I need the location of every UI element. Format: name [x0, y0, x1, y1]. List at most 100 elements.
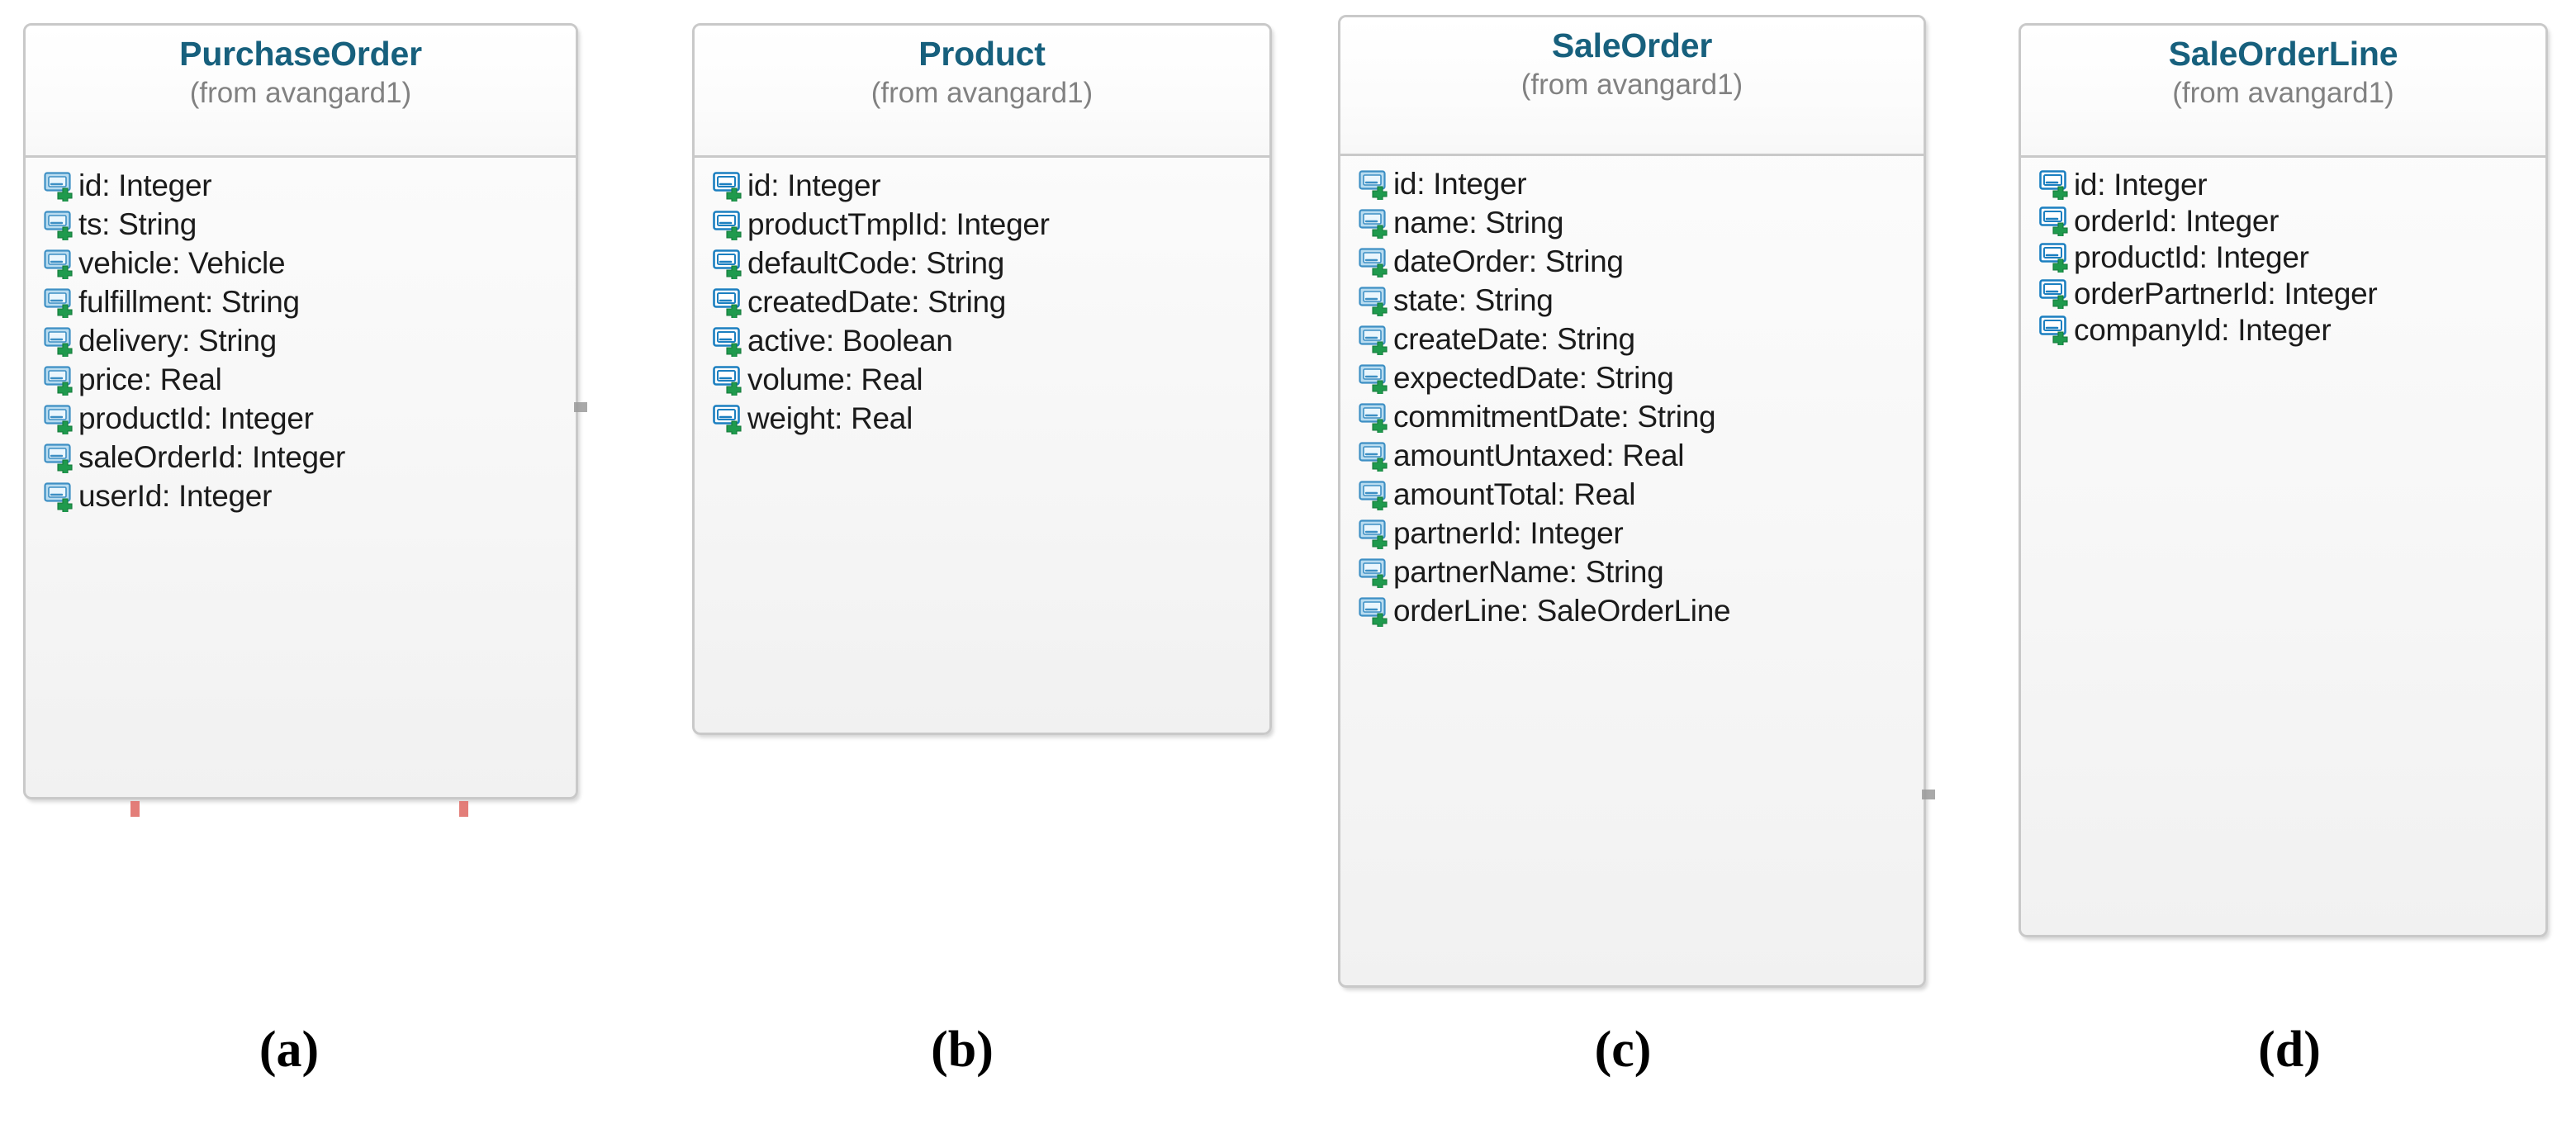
- public-attribute-icon: [2039, 168, 2071, 200]
- uml-attribute-row[interactable]: expectedDate: String: [1340, 358, 1924, 397]
- public-attribute-icon: [1359, 246, 1390, 277]
- uml-attribute-label: name: String: [1393, 206, 1564, 240]
- uml-attribute-row[interactable]: ts: String: [26, 205, 576, 244]
- uml-attribute-row[interactable]: productTmplId: Integer: [695, 205, 1269, 244]
- uml-attribute-label: productId: Integer: [2074, 240, 2309, 274]
- uml-attribute-row[interactable]: fulfillment: String: [26, 282, 576, 321]
- uml-attribute-label: state: String: [1393, 283, 1554, 317]
- uml-attribute-label: ts: String: [78, 207, 197, 241]
- uml-attribute-row[interactable]: commitmentDate: String: [1340, 397, 1924, 436]
- figure-caption-c: (c): [1594, 1022, 1652, 1078]
- public-attribute-icon: [1359, 168, 1390, 200]
- uml-attribute-row[interactable]: productId: Integer: [26, 399, 576, 438]
- public-attribute-icon: [2039, 314, 2071, 345]
- uml-attribute-row[interactable]: orderPartnerId: Integer: [2021, 275, 2545, 311]
- uml-attribute-label: weight: Real: [747, 401, 913, 435]
- uml-attribute-list-sale-order-line: id: Integer orderId: Integer: [2021, 158, 2545, 359]
- public-attribute-icon: [44, 170, 75, 202]
- uml-attribute-list-sale-order: id: Integer name: String: [1340, 156, 1924, 642]
- uml-attribute-label: defaultCode: String: [747, 246, 1005, 280]
- public-attribute-icon: [1359, 401, 1390, 433]
- uml-class-product[interactable]: Product (from avangard1) id: Integer: [692, 23, 1272, 735]
- uml-attribute-label: id: Integer: [78, 168, 212, 202]
- public-attribute-icon: [1359, 479, 1390, 510]
- public-attribute-icon: [2039, 277, 2071, 309]
- uml-attribute-row[interactable]: amountTotal: Real: [1340, 475, 1924, 514]
- public-attribute-icon: [713, 209, 744, 240]
- public-attribute-icon: [1359, 440, 1390, 472]
- uml-class-title-product: Product: [918, 35, 1046, 73]
- uml-attribute-label: amountTotal: Real: [1393, 477, 1636, 511]
- uml-attribute-row[interactable]: productId: Integer: [2021, 239, 2545, 275]
- association-stub-sale-order-right: [1922, 790, 1935, 799]
- uml-attribute-row[interactable]: partnerName: String: [1340, 553, 1924, 591]
- uml-attribute-list-purchase-order: id: Integer ts: String: [26, 158, 576, 527]
- uml-attribute-row[interactable]: createDate: String: [1340, 320, 1924, 358]
- uml-attribute-label: active: Boolean: [747, 324, 953, 358]
- public-attribute-icon: [44, 442, 75, 473]
- public-attribute-icon: [713, 287, 744, 318]
- figure-caption-a: (a): [259, 1022, 320, 1078]
- uml-attribute-row[interactable]: id: Integer: [26, 166, 576, 205]
- uml-attribute-row[interactable]: delivery: String: [26, 321, 576, 360]
- uml-attribute-row[interactable]: vehicle: Vehicle: [26, 244, 576, 282]
- uml-class-title-purchase-order: PurchaseOrder: [179, 35, 422, 73]
- public-attribute-icon: [1359, 518, 1390, 549]
- public-attribute-icon: [1359, 324, 1390, 355]
- public-attribute-icon: [713, 248, 744, 279]
- uml-attribute-label: price: Real: [78, 363, 222, 396]
- uml-attribute-label: companyId: Integer: [2074, 312, 2332, 347]
- uml-attribute-label: orderLine: SaleOrderLine: [1393, 594, 1731, 628]
- figure-caption-d: (d): [2258, 1022, 2321, 1078]
- public-attribute-icon: [713, 403, 744, 434]
- uml-attribute-list-product: id: Integer productTmplId: Integer: [695, 158, 1269, 449]
- uml-class-header-sale-order-line: SaleOrderLine (from avangard1): [2021, 26, 2545, 158]
- public-attribute-icon: [1359, 557, 1390, 588]
- uml-attribute-row[interactable]: state: String: [1340, 281, 1924, 320]
- public-attribute-icon: [1359, 363, 1390, 394]
- uml-class-header-product: Product (from avangard1): [695, 26, 1269, 158]
- uml-attribute-row[interactable]: dateOrder: String: [1340, 242, 1924, 281]
- public-attribute-icon: [44, 481, 75, 512]
- uml-attribute-label: createdDate: String: [747, 285, 1007, 319]
- association-stub-purchase-order-right: [574, 402, 587, 412]
- uml-attribute-label: orderId: Integer: [2074, 203, 2279, 238]
- uml-attribute-row[interactable]: userId: Integer: [26, 477, 576, 515]
- uml-attribute-label: createDate: String: [1393, 322, 1635, 356]
- public-attribute-icon: [44, 364, 75, 396]
- uml-attribute-row[interactable]: name: String: [1340, 203, 1924, 242]
- uml-attribute-row[interactable]: id: Integer: [1340, 164, 1924, 203]
- uml-class-title-sale-order-line: SaleOrderLine: [2168, 35, 2398, 73]
- uml-attribute-row[interactable]: saleOrderId: Integer: [26, 438, 576, 477]
- association-tick-left: [130, 801, 140, 817]
- uml-attribute-row[interactable]: orderLine: SaleOrderLine: [1340, 591, 1924, 630]
- uml-attribute-row[interactable]: amountUntaxed: Real: [1340, 436, 1924, 475]
- uml-class-package-sale-order-line: (from avangard1): [2172, 76, 2394, 109]
- uml-attribute-row[interactable]: id: Integer: [2021, 166, 2545, 202]
- uml-attribute-label: userId: Integer: [78, 479, 273, 513]
- uml-attribute-label: dateOrder: String: [1393, 244, 1624, 278]
- uml-class-purchase-order[interactable]: PurchaseOrder (from avangard1) id: Integ…: [23, 23, 578, 799]
- uml-attribute-row[interactable]: defaultCode: String: [695, 244, 1269, 282]
- uml-attribute-row[interactable]: active: Boolean: [695, 321, 1269, 360]
- uml-attribute-row[interactable]: partnerId: Integer: [1340, 514, 1924, 553]
- uml-attribute-row[interactable]: volume: Real: [695, 360, 1269, 399]
- uml-attribute-label: productId: Integer: [78, 401, 314, 435]
- uml-attribute-label: fulfillment: String: [78, 285, 300, 319]
- uml-attribute-label: partnerId: Integer: [1393, 516, 1624, 550]
- public-attribute-icon: [713, 170, 744, 202]
- uml-attribute-row[interactable]: orderId: Integer: [2021, 202, 2545, 239]
- uml-attribute-label: orderPartnerId: Integer: [2074, 276, 2378, 311]
- uml-attribute-label: productTmplId: Integer: [747, 207, 1050, 241]
- uml-attribute-row[interactable]: id: Integer: [695, 166, 1269, 205]
- public-attribute-icon: [2039, 241, 2071, 273]
- uml-class-sale-order[interactable]: SaleOrder (from avangard1) id: Integer: [1338, 15, 1926, 988]
- uml-attribute-label: vehicle: Vehicle: [78, 246, 286, 280]
- public-attribute-icon: [713, 325, 744, 357]
- uml-class-sale-order-line[interactable]: SaleOrderLine (from avangard1) id: Integ…: [2019, 23, 2548, 937]
- association-tick-right: [459, 801, 468, 817]
- uml-attribute-row[interactable]: companyId: Integer: [2021, 311, 2545, 348]
- uml-attribute-row[interactable]: weight: Real: [695, 399, 1269, 438]
- uml-attribute-row[interactable]: createdDate: String: [695, 282, 1269, 321]
- uml-attribute-row[interactable]: price: Real: [26, 360, 576, 399]
